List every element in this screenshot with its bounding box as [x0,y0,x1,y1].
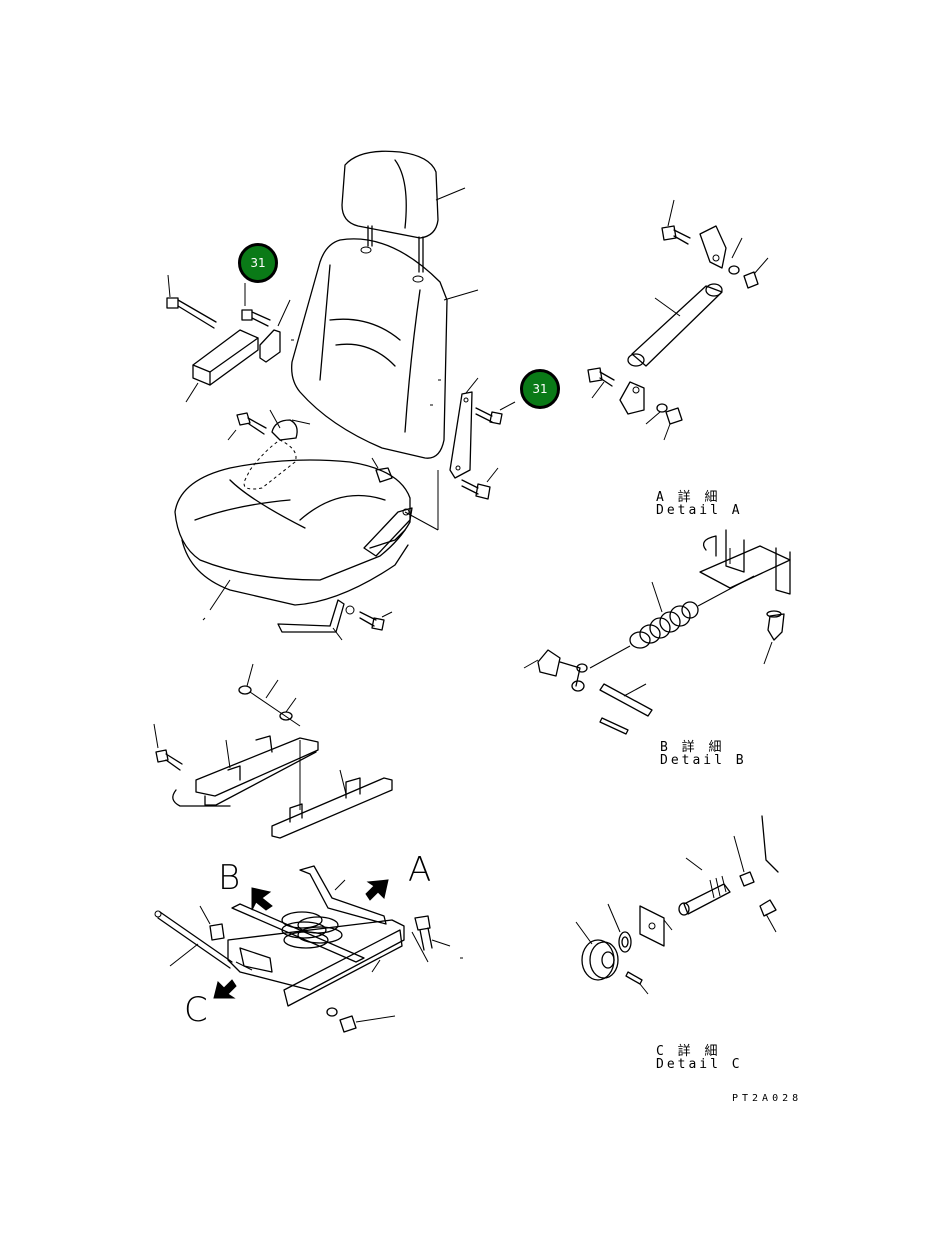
washer-2 [249,679,301,727]
slide-rail-left [172,735,319,810]
back-bolt-lower [461,467,499,500]
washer-1 [238,663,254,695]
cushion-bracket [363,507,413,557]
seat-back [291,238,479,459]
detail-a-title-jp: A 詳 細 [656,490,721,505]
detail-b-drawing [523,529,791,735]
cushion-nut [371,457,393,483]
callout-31-seatback[interactable]: 31 [520,369,560,409]
short-bolt [241,283,271,327]
armrest-bracket [259,299,294,363]
detail-c-title-en: Detail C [656,1057,743,1072]
detail-c-drawing [575,815,779,995]
back-side-plate [404,377,479,531]
detail-b-title-jp: B 詳 細 [660,740,725,755]
armrest [185,329,259,403]
detail-c-title-jp: C 詳 細 [656,1044,721,1059]
callout-31-armrest[interactable]: 31 [238,243,278,283]
detail-b-title-en: Detail B [660,753,747,768]
view-arrow-c [213,979,237,999]
long-pin [154,910,233,969]
long-bolt [166,274,217,329]
recline-lever [277,599,393,641]
strap-bolt [227,409,311,441]
view-letter-a: A [408,850,432,890]
detail-a-title-en: Detail A [656,503,743,518]
detail-a-drawing [587,199,769,441]
slide-rail-right [271,769,393,839]
headrest [341,150,466,273]
base-washer-nut [326,1007,396,1033]
view-arrow-a [365,879,389,901]
back-bolt-upper [475,401,516,425]
base-nut [199,905,225,941]
base-bolt [411,915,463,963]
suspension-base [227,865,405,1007]
view-letter-c: C [184,990,208,1030]
seat-cushion [174,439,411,621]
view-arrow-b [251,887,273,911]
rail-bolt [153,723,183,771]
drawing-code: PT2A028 [732,1093,803,1104]
view-letter-b: B [218,858,241,898]
